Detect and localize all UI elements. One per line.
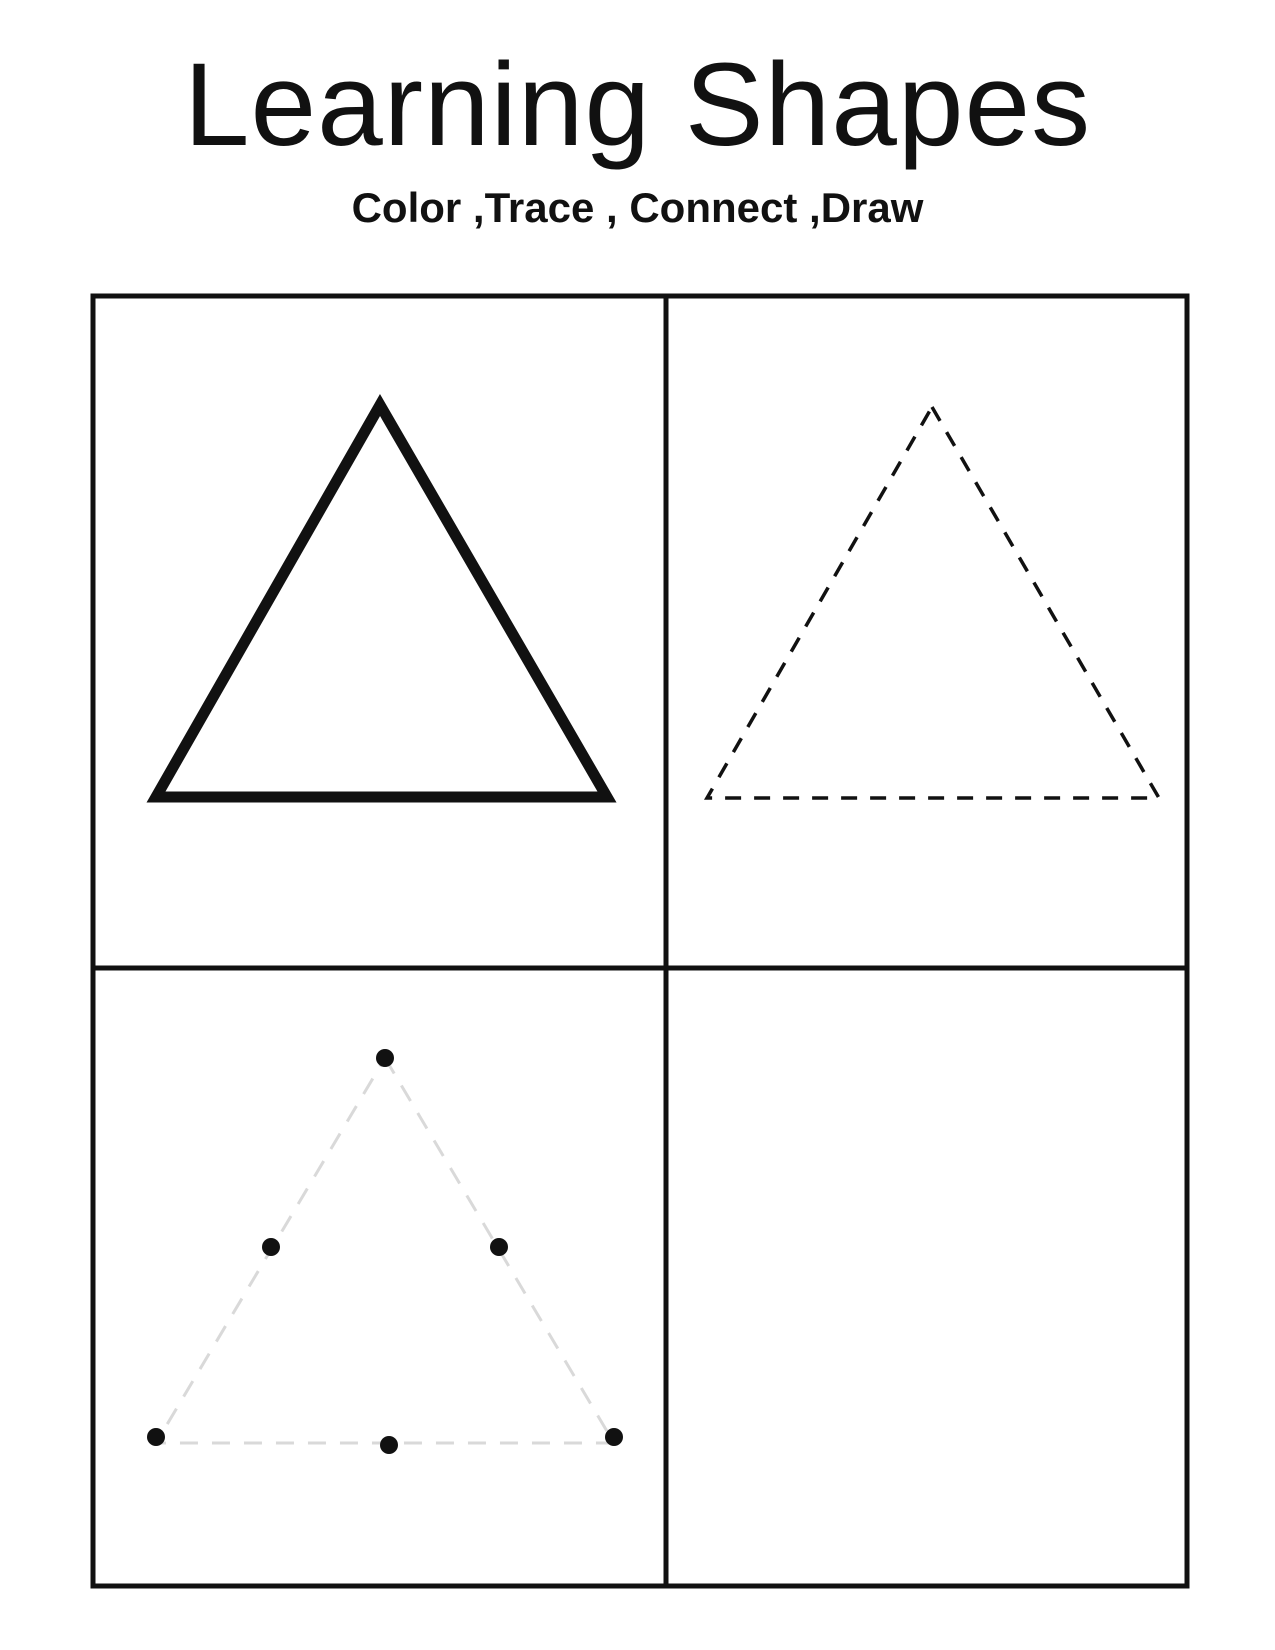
worksheet-title: Learning Shapes	[183, 39, 1092, 171]
guide-triangle	[153, 1055, 617, 1445]
panel-draw-area[interactable]	[670, 972, 1184, 1583]
connect-dot[interactable]	[262, 1238, 280, 1256]
connect-dot[interactable]	[147, 1428, 165, 1446]
connect-dot[interactable]	[605, 1428, 623, 1446]
connect-dot[interactable]	[380, 1436, 398, 1454]
panel-color	[146, 393, 617, 803]
panel-trace	[703, 403, 1163, 800]
panel-connect	[147, 1049, 623, 1454]
dashed-triangle[interactable]	[703, 403, 1163, 800]
connect-dot[interactable]	[490, 1238, 508, 1256]
grid-frame	[90, 293, 1190, 1589]
connect-dot[interactable]	[376, 1049, 394, 1067]
solid-triangle[interactable]	[146, 393, 617, 803]
worksheet-subtitle: Color ,Trace , Connect ,Draw	[351, 184, 924, 231]
